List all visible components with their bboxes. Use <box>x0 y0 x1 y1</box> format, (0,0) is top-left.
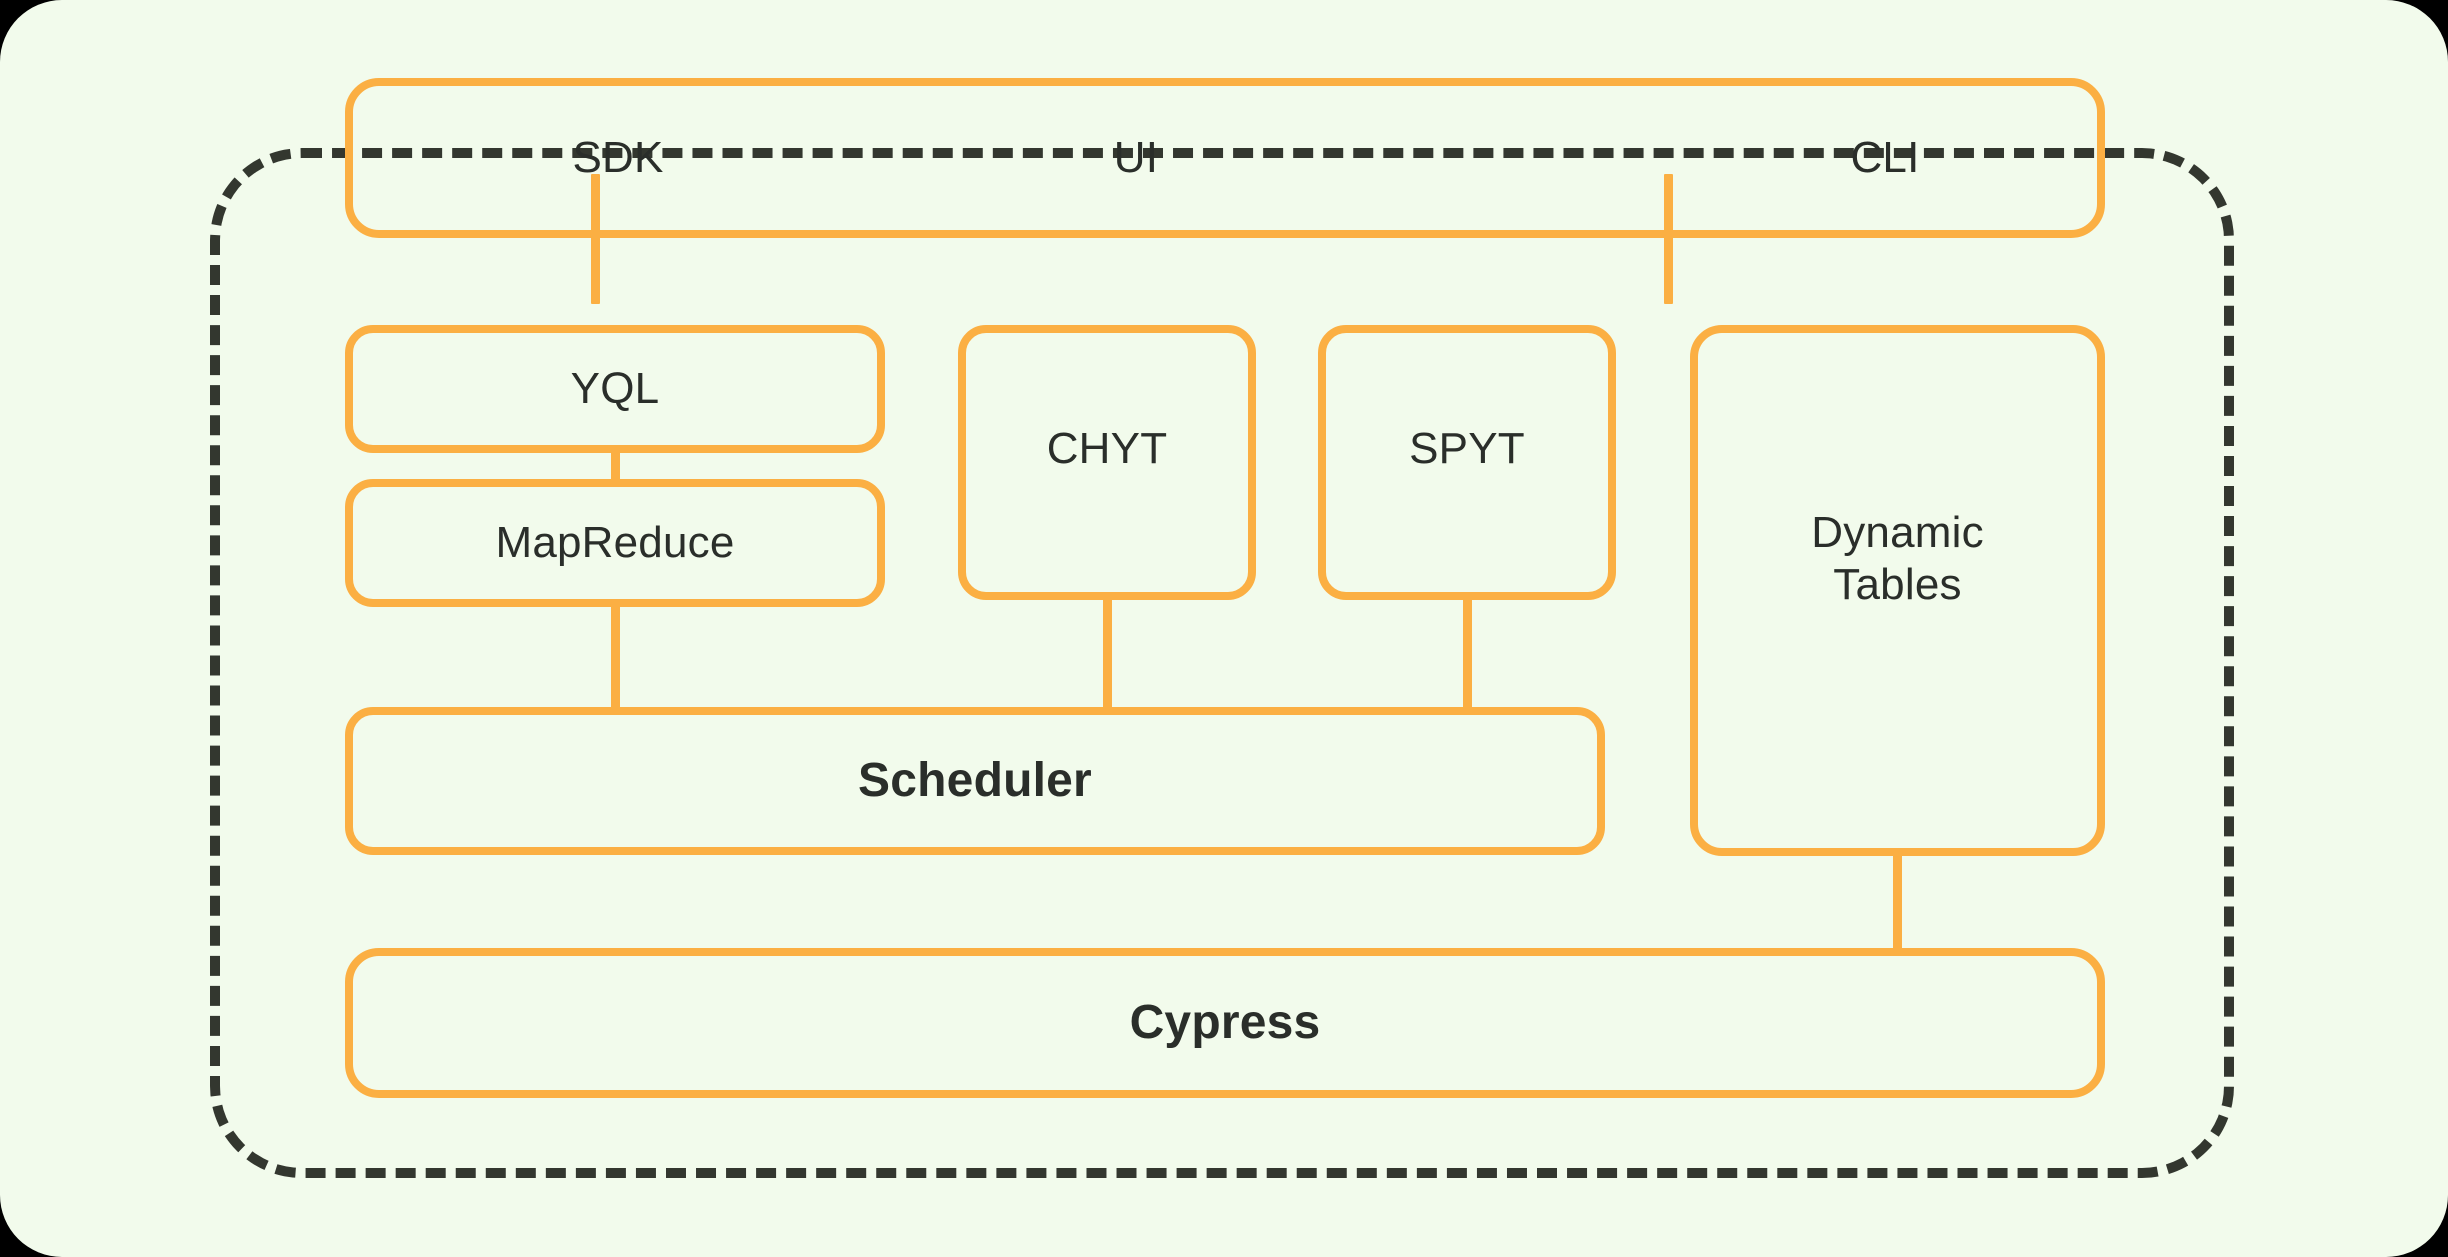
node-label-mapreduce: MapReduce <box>495 518 735 568</box>
node-label-chyt: CHYT <box>1046 423 1168 473</box>
node-chyt[interactable]: CHYT <box>958 325 1256 600</box>
connector-chyt-to-scheduler <box>1103 597 1112 710</box>
node-spyt[interactable]: SPYT <box>1318 325 1616 600</box>
node-label-spyt: SPYT <box>1409 423 1525 473</box>
api-cell-ui[interactable]: UI <box>600 86 1672 230</box>
cluster-boundary <box>210 148 2234 1178</box>
api-cell-sdk[interactable]: SDK <box>353 86 883 230</box>
node-scheduler[interactable]: Scheduler <box>345 707 1605 855</box>
connector-dynamic-tables-to-cypress <box>1893 853 1902 951</box>
node-dynamic-tables[interactable]: Dynamic Tables <box>1690 325 2105 856</box>
connector-yql-to-mapreduce <box>611 450 620 482</box>
api-divider-2 <box>1664 174 1673 304</box>
api-cell-cli[interactable]: CLI <box>1673 86 2097 230</box>
api-divider-1 <box>591 174 600 304</box>
api-label-sdk: SDK <box>572 133 664 183</box>
api-layer-box[interactable]: SDK UI CLI <box>345 78 2105 304</box>
node-cypress[interactable]: Cypress <box>345 948 2105 1098</box>
node-label-scheduler: Scheduler <box>858 753 1092 807</box>
api-label-cli: CLI <box>1850 133 1920 183</box>
node-label-dynamic-tables: Dynamic Tables <box>1811 507 1984 609</box>
node-label-yql: YQL <box>570 364 660 414</box>
node-label-cypress: Cypress <box>1129 995 1321 1049</box>
connector-mapreduce-to-scheduler <box>611 604 620 710</box>
node-yql[interactable]: YQL <box>345 325 885 453</box>
node-mapreduce[interactable]: MapReduce <box>345 479 885 607</box>
connector-spyt-to-scheduler <box>1463 597 1472 710</box>
api-label-ui: UI <box>1113 133 1159 183</box>
